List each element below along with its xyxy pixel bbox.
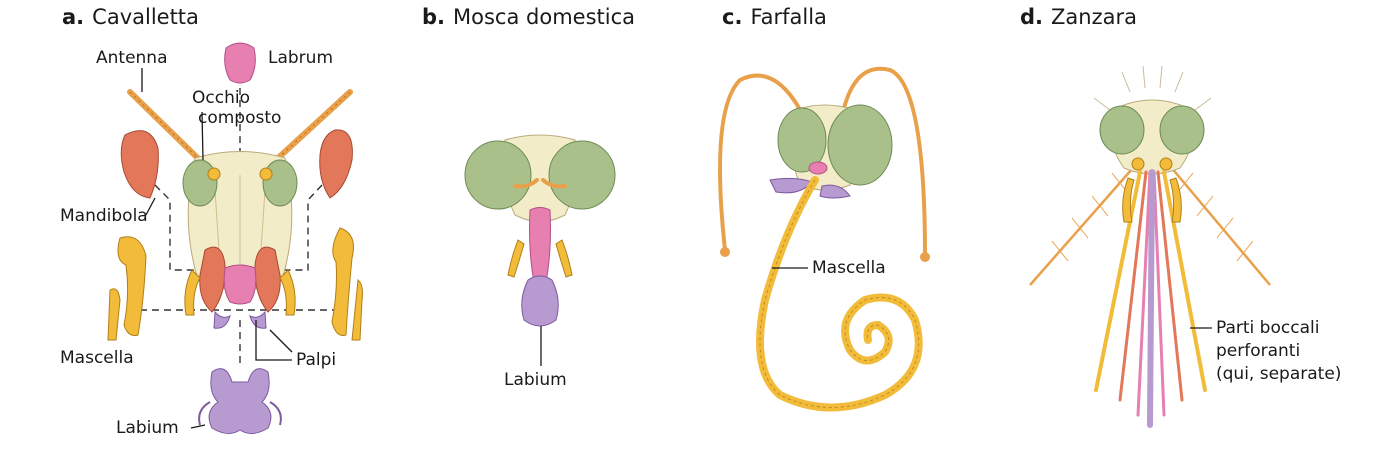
panel-letter: b. bbox=[422, 5, 446, 29]
label-piercing-mouthparts-2: perforanti bbox=[1216, 341, 1301, 361]
panel-letter: a. bbox=[62, 5, 85, 29]
mosquito-illustration bbox=[1029, 65, 1271, 428]
label-compound-eye-2: composto bbox=[198, 108, 282, 128]
label-maxilla: Mascella bbox=[60, 348, 134, 368]
label-piercing-mouthparts-1: Parti boccali bbox=[1216, 318, 1320, 338]
panel-name: Farfalla bbox=[750, 5, 827, 29]
butterfly-illustration bbox=[718, 66, 930, 412]
panel-title: b. Mosca domestica bbox=[422, 5, 635, 29]
panel-housefly: b. Mosca domestica Labium bbox=[400, 0, 700, 456]
panel-title: a. Cavalletta bbox=[62, 5, 199, 29]
panel-name: Cavalletta bbox=[92, 5, 199, 29]
label-compound-eye-1: Occhio bbox=[192, 88, 250, 108]
label-labrum: Labrum bbox=[268, 48, 334, 68]
label-labium: Labium bbox=[504, 370, 567, 390]
label-maxilla: Mascella bbox=[812, 258, 886, 278]
panel-butterfly: c. Farfalla Mascella bbox=[700, 0, 1000, 456]
label-labium: Labium bbox=[116, 418, 179, 438]
panel-letter: c. bbox=[722, 5, 743, 29]
panel-title: d. Zanzara bbox=[1020, 5, 1137, 29]
grasshopper-illustration bbox=[107, 42, 363, 434]
label-piercing-mouthparts-3: (qui, separate) bbox=[1216, 364, 1342, 384]
panel-title: c. Farfalla bbox=[722, 5, 827, 29]
label-mandible: Mandibola bbox=[60, 206, 148, 226]
panel-name: Zanzara bbox=[1051, 5, 1137, 29]
label-antenna: Antenna bbox=[96, 48, 168, 68]
panel-name: Mosca domestica bbox=[453, 5, 635, 29]
panel-mosquito: d. Zanzara bbox=[1000, 0, 1396, 456]
housefly-illustration bbox=[464, 134, 616, 366]
panel-grasshopper: a. Cavalletta bbox=[0, 0, 400, 456]
label-palps: Palpi bbox=[296, 350, 337, 370]
panel-letter: d. bbox=[1020, 5, 1044, 29]
